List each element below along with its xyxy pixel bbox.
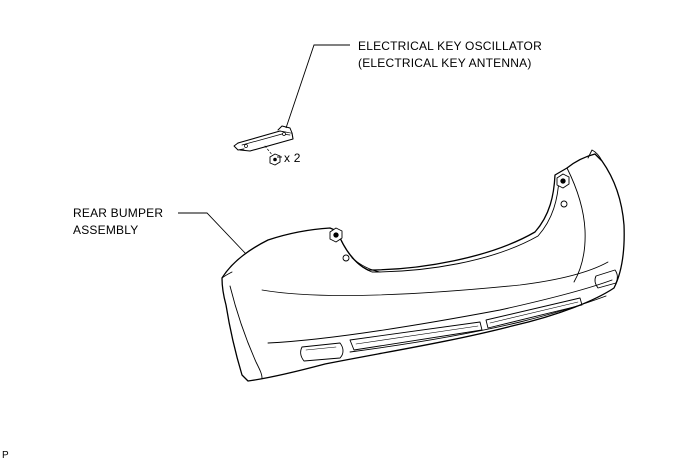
bumper-upper-crease [261,261,609,296]
electrical-key-oscillator [233,125,294,157]
bumper-label-line1: REAR BUMPER [73,206,164,220]
nut-quantity-label: x 2 [284,151,301,165]
bumper-diffuser-inner-right [489,301,579,324]
bumper-diffuser-right [485,297,583,329]
oscillator-left-tab [233,142,245,151]
bumper-diffuser-inner [355,325,479,345]
bumper-right-mount-nut [556,173,570,189]
bumper-right-flange [566,167,586,283]
oscillator-callout: ELECTRICAL KEY OSCILLATOR (ELECTRICAL KE… [358,38,542,72]
bumper-left-reflector-inner [305,346,337,351]
bumper-left-hole [342,254,350,262]
oscillator-label-line1: ELECTRICAL KEY OSCILLATOR [358,39,542,53]
bumper-lower-rib-2 [349,295,607,353]
oscillator-mount-hole-right [282,132,286,136]
rear-bumper-assembly [221,149,625,382]
bumper-right-hole [560,200,568,208]
oscillator-top-face [241,133,291,146]
bumper-side-crease-2 [221,271,233,279]
bumper-leader-line [178,212,247,255]
bumper-top-lip [351,257,381,273]
bumper-right-top-tab [587,149,603,162]
bumper-right-reflector [594,269,618,289]
figure-code: P [2,450,9,461]
bumper-side-crease [229,285,263,379]
hex-nut [269,153,281,166]
bumper-diffuser [349,321,483,351]
oscillator-leader-line [285,44,350,129]
oscillator-stud-line [264,145,274,157]
oscillator-label-line2: (ELECTRICAL KEY ANTENNA) [358,56,532,70]
bumper-left-reflector [300,342,344,362]
bumper-lower-rib-1 [267,279,613,344]
bumper-label-line2: ASSEMBLY [73,223,139,237]
leader-lines [178,44,350,255]
bumper-outline [221,153,625,382]
bumper-left-mount-nut [329,227,343,243]
bumper-top-inner-edge [338,177,560,273]
oscillator-mount-hole-left [244,144,248,148]
bumper-callout: REAR BUMPER ASSEMBLY [73,205,163,239]
